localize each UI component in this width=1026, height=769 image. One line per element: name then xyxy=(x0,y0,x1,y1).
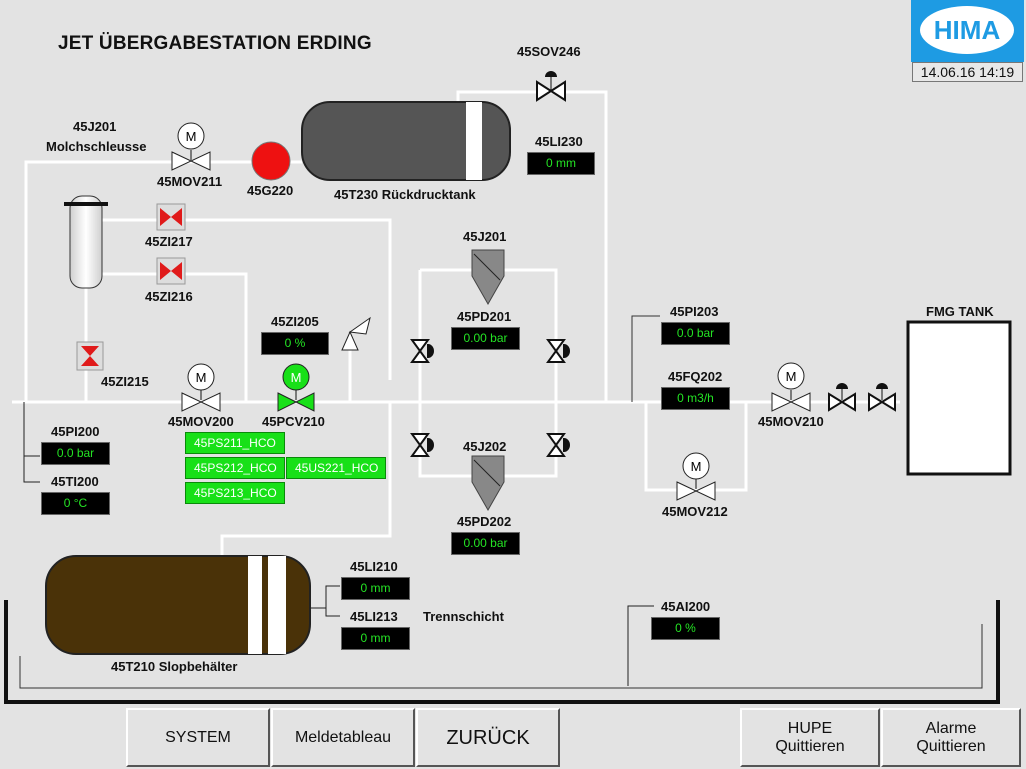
label-zi217: 45ZI217 xyxy=(145,234,193,249)
label-pi200: 45PI200 xyxy=(51,424,100,439)
label-g220: 45G220 xyxy=(247,183,294,198)
value-ai200[interactable]: 0 % xyxy=(651,617,720,640)
value-ti200[interactable]: 0 °C xyxy=(41,492,110,515)
label-j201-molch: 45J201 xyxy=(73,119,117,134)
status-us221-hco[interactable]: 45US221_HCO xyxy=(286,457,386,479)
hupe-button-label: HUPE Quittieren xyxy=(775,719,845,755)
label-j201: 45J201 xyxy=(463,229,507,244)
status-ps212-hco[interactable]: 45PS212_HCO xyxy=(185,457,285,479)
gate-valve-icon[interactable] xyxy=(536,71,566,102)
page-title: JET ÜBERGABESTATION ERDING xyxy=(58,33,372,54)
hima-logo: HIMA xyxy=(911,0,1024,62)
value-pd201[interactable]: 0.00 bar xyxy=(451,327,520,350)
value-pi200[interactable]: 0.0 bar xyxy=(41,442,110,465)
containment-basin xyxy=(4,600,1000,704)
meldetableau-button-label: Meldetableau xyxy=(294,728,392,746)
safety-valve-icon[interactable] xyxy=(341,316,371,351)
gate-valve-icon[interactable] xyxy=(868,383,896,412)
alarme-quittieren-button[interactable]: Alarme Quittieren xyxy=(881,708,1021,767)
label-t230: 45T230 Rückdrucktank xyxy=(334,187,476,202)
label-sov246: 45SOV246 xyxy=(517,44,581,59)
column-vessel xyxy=(64,195,108,289)
fmg-tank xyxy=(906,320,1012,476)
label-pd202: 45PD202 xyxy=(457,514,512,529)
value-pi203[interactable]: 0.0 bar xyxy=(661,322,730,345)
label-li213: 45LI213 xyxy=(350,609,398,624)
value-li210[interactable]: 0 mm xyxy=(341,577,410,600)
tank-t230 xyxy=(301,101,511,181)
label-j202: 45J202 xyxy=(463,439,507,454)
alarme-button-label: Alarme Quittieren xyxy=(916,719,986,755)
label-mov210: 45MOV210 xyxy=(758,414,824,429)
pump-icon[interactable] xyxy=(251,141,291,181)
system-button[interactable]: SYSTEM xyxy=(126,708,270,767)
label-pcv210: 45PCV210 xyxy=(262,414,325,429)
svg-text:M: M xyxy=(196,370,207,385)
zurueck-button-label: ZURÜCK xyxy=(446,726,530,749)
status-ps213-hco[interactable]: 45PS213_HCO xyxy=(185,482,285,504)
value-fq202[interactable]: 0 m3/h xyxy=(661,387,730,410)
tank-t210 xyxy=(45,555,311,655)
label-ti200: 45TI200 xyxy=(51,474,99,489)
value-li230[interactable]: 0 mm xyxy=(527,152,595,175)
datetime-display: 14.06.16 14:19 xyxy=(912,62,1023,82)
label-molchschleusse: Molchschleusse xyxy=(46,139,147,154)
instrument-leaders xyxy=(23,402,654,686)
hupe-quittieren-button[interactable]: HUPE Quittieren xyxy=(740,708,880,767)
value-li213[interactable]: 0 mm xyxy=(341,627,410,650)
motor-valve-icon[interactable]: M xyxy=(181,363,221,412)
motor-valve-icon[interactable]: M xyxy=(171,122,211,171)
svg-text:M: M xyxy=(691,459,702,474)
label-ai200: 45AI200 xyxy=(661,599,711,614)
position-indicator-zi215[interactable] xyxy=(76,341,104,371)
label-t210: 45T210 Slopbehälter xyxy=(111,659,238,674)
label-trennschicht: Trennschicht xyxy=(423,609,504,624)
label-fmg-tank: FMG TANK xyxy=(926,304,994,319)
svg-text:M: M xyxy=(291,370,302,385)
label-li210: 45LI210 xyxy=(350,559,398,574)
system-button-label: SYSTEM xyxy=(165,728,231,746)
position-indicator-zi217[interactable] xyxy=(156,203,186,231)
meldetableau-button[interactable]: Meldetableau xyxy=(271,708,415,767)
label-zi215: 45ZI215 xyxy=(101,374,149,389)
value-pd202[interactable]: 0.00 bar xyxy=(451,532,520,555)
pipe-network xyxy=(12,90,900,556)
gate-valve-icon[interactable] xyxy=(828,383,856,412)
label-mov212: 45MOV212 xyxy=(662,504,728,519)
motor-valve-icon[interactable]: M xyxy=(771,362,811,412)
zurueck-button[interactable]: ZURÜCK xyxy=(416,708,560,767)
label-fq202: 45FQ202 xyxy=(668,369,723,384)
label-mov211: 45MOV211 xyxy=(157,174,223,189)
label-li230: 45LI230 xyxy=(535,134,583,149)
label-mov200: 45MOV200 xyxy=(168,414,234,429)
status-ps211-hco[interactable]: 45PS211_HCO xyxy=(185,432,285,454)
svg-text:M: M xyxy=(186,129,197,144)
value-zi205[interactable]: 0 % xyxy=(261,332,329,355)
gate-valve-icon[interactable] xyxy=(410,339,570,457)
motor-valve-icon[interactable]: M xyxy=(676,452,716,501)
label-pi203: 45PI203 xyxy=(670,304,719,319)
filter-icon xyxy=(471,249,505,306)
logo-text: HIMA xyxy=(933,14,1001,45)
svg-text:M: M xyxy=(786,369,797,384)
position-indicator-zi216[interactable] xyxy=(156,257,186,285)
control-valve-icon[interactable]: M xyxy=(277,363,315,412)
label-pd201: 45PD201 xyxy=(457,309,512,324)
filter-icon xyxy=(471,455,505,512)
label-zi216: 45ZI216 xyxy=(145,289,193,304)
label-zi205: 45ZI205 xyxy=(271,314,319,329)
